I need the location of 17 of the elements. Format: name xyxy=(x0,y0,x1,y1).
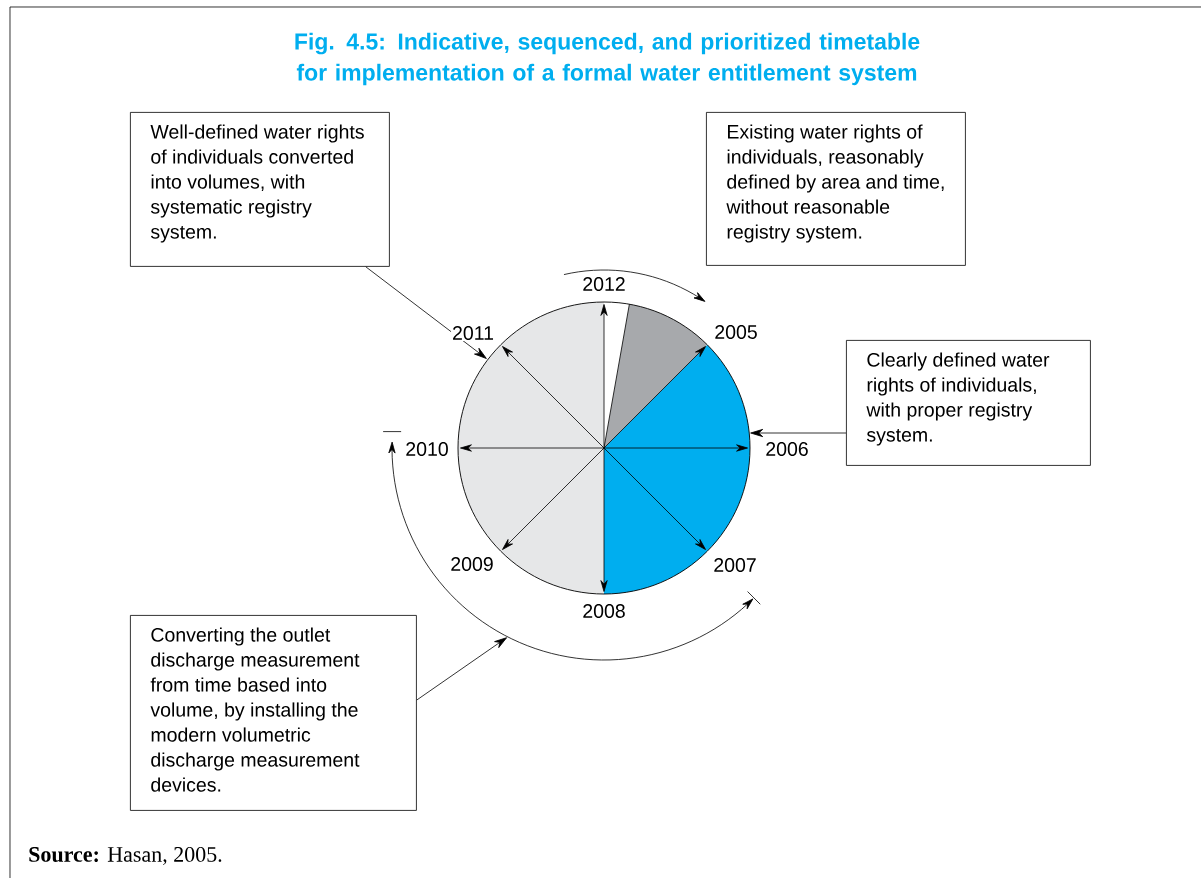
arrow xyxy=(750,428,847,438)
year-label: 2005 xyxy=(713,324,759,340)
text-box: Existing water rights of individuals, reasonably defined by area and time, without reasonable registry system. xyxy=(706,112,966,266)
year-label: 2006 xyxy=(764,441,810,457)
source-note: Source: Hasan, 2005. xyxy=(29,847,222,865)
year-label: 2010 xyxy=(404,441,450,457)
year-label: 2008 xyxy=(581,603,627,619)
year-label: 2011 xyxy=(451,325,495,341)
year-label: 2009 xyxy=(449,556,495,572)
text-box: Clearly defined water rights of individuals, with proper registry system. xyxy=(846,340,1091,466)
text-box: Well-defined water rights of individuals converted into volumes, with systematic registry system. xyxy=(130,112,390,267)
text-box: Converting the outlet discharge measurement from time based into volume, by installing the modern volumetric discharge measurement devices. xyxy=(130,615,417,811)
year-label: 2007 xyxy=(712,557,758,573)
arrow xyxy=(416,637,507,701)
year-label: 2012 xyxy=(581,276,627,292)
title: Fig. 4.5: Indicative, sequenced, and prioritized timetable for implementation of a formal water entitlement system xyxy=(295,32,920,86)
arrow xyxy=(365,266,487,359)
